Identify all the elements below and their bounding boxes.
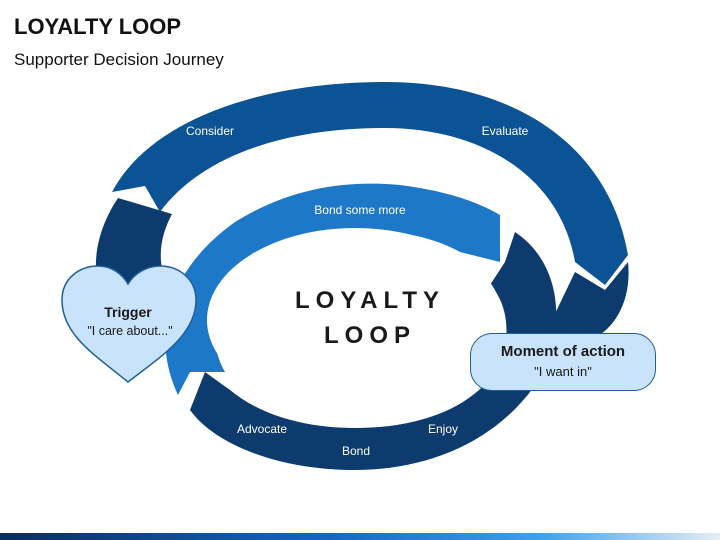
center-title-line2: LOOP xyxy=(324,322,416,349)
page-subtitle: Supporter Decision Journey xyxy=(14,50,224,69)
moment-title: Moment of action xyxy=(500,343,626,360)
outer-consider-evaluate-arrow xyxy=(112,82,628,285)
consider-label: Consider xyxy=(186,124,234,138)
outer-right-descend-segment xyxy=(540,262,629,345)
trigger-subtitle: "I care about..." xyxy=(87,324,172,338)
moment-subtitle: "I want in" xyxy=(534,364,592,379)
page-title: LOYALTY LOOP xyxy=(14,14,182,39)
bond-label: Bond xyxy=(342,444,370,458)
bottom-enjoy-bond-advocate-arrow xyxy=(190,232,557,470)
trigger-heart-shape xyxy=(61,265,197,383)
center-title-line1: LOYALTY xyxy=(295,287,445,314)
trigger-title: Trigger xyxy=(104,304,152,320)
advocate-label: Advocate xyxy=(237,422,287,436)
moment-of-action-box: Moment of action "I want in" xyxy=(470,333,656,391)
evaluate-label: Evaluate xyxy=(482,124,529,138)
bond-some-more-label: Bond some more xyxy=(314,203,406,217)
footer-gradient-bar xyxy=(0,533,720,540)
center-ellipse xyxy=(207,228,503,412)
enjoy-label: Enjoy xyxy=(428,422,458,436)
inner-bond-some-more-arrow xyxy=(165,183,501,395)
